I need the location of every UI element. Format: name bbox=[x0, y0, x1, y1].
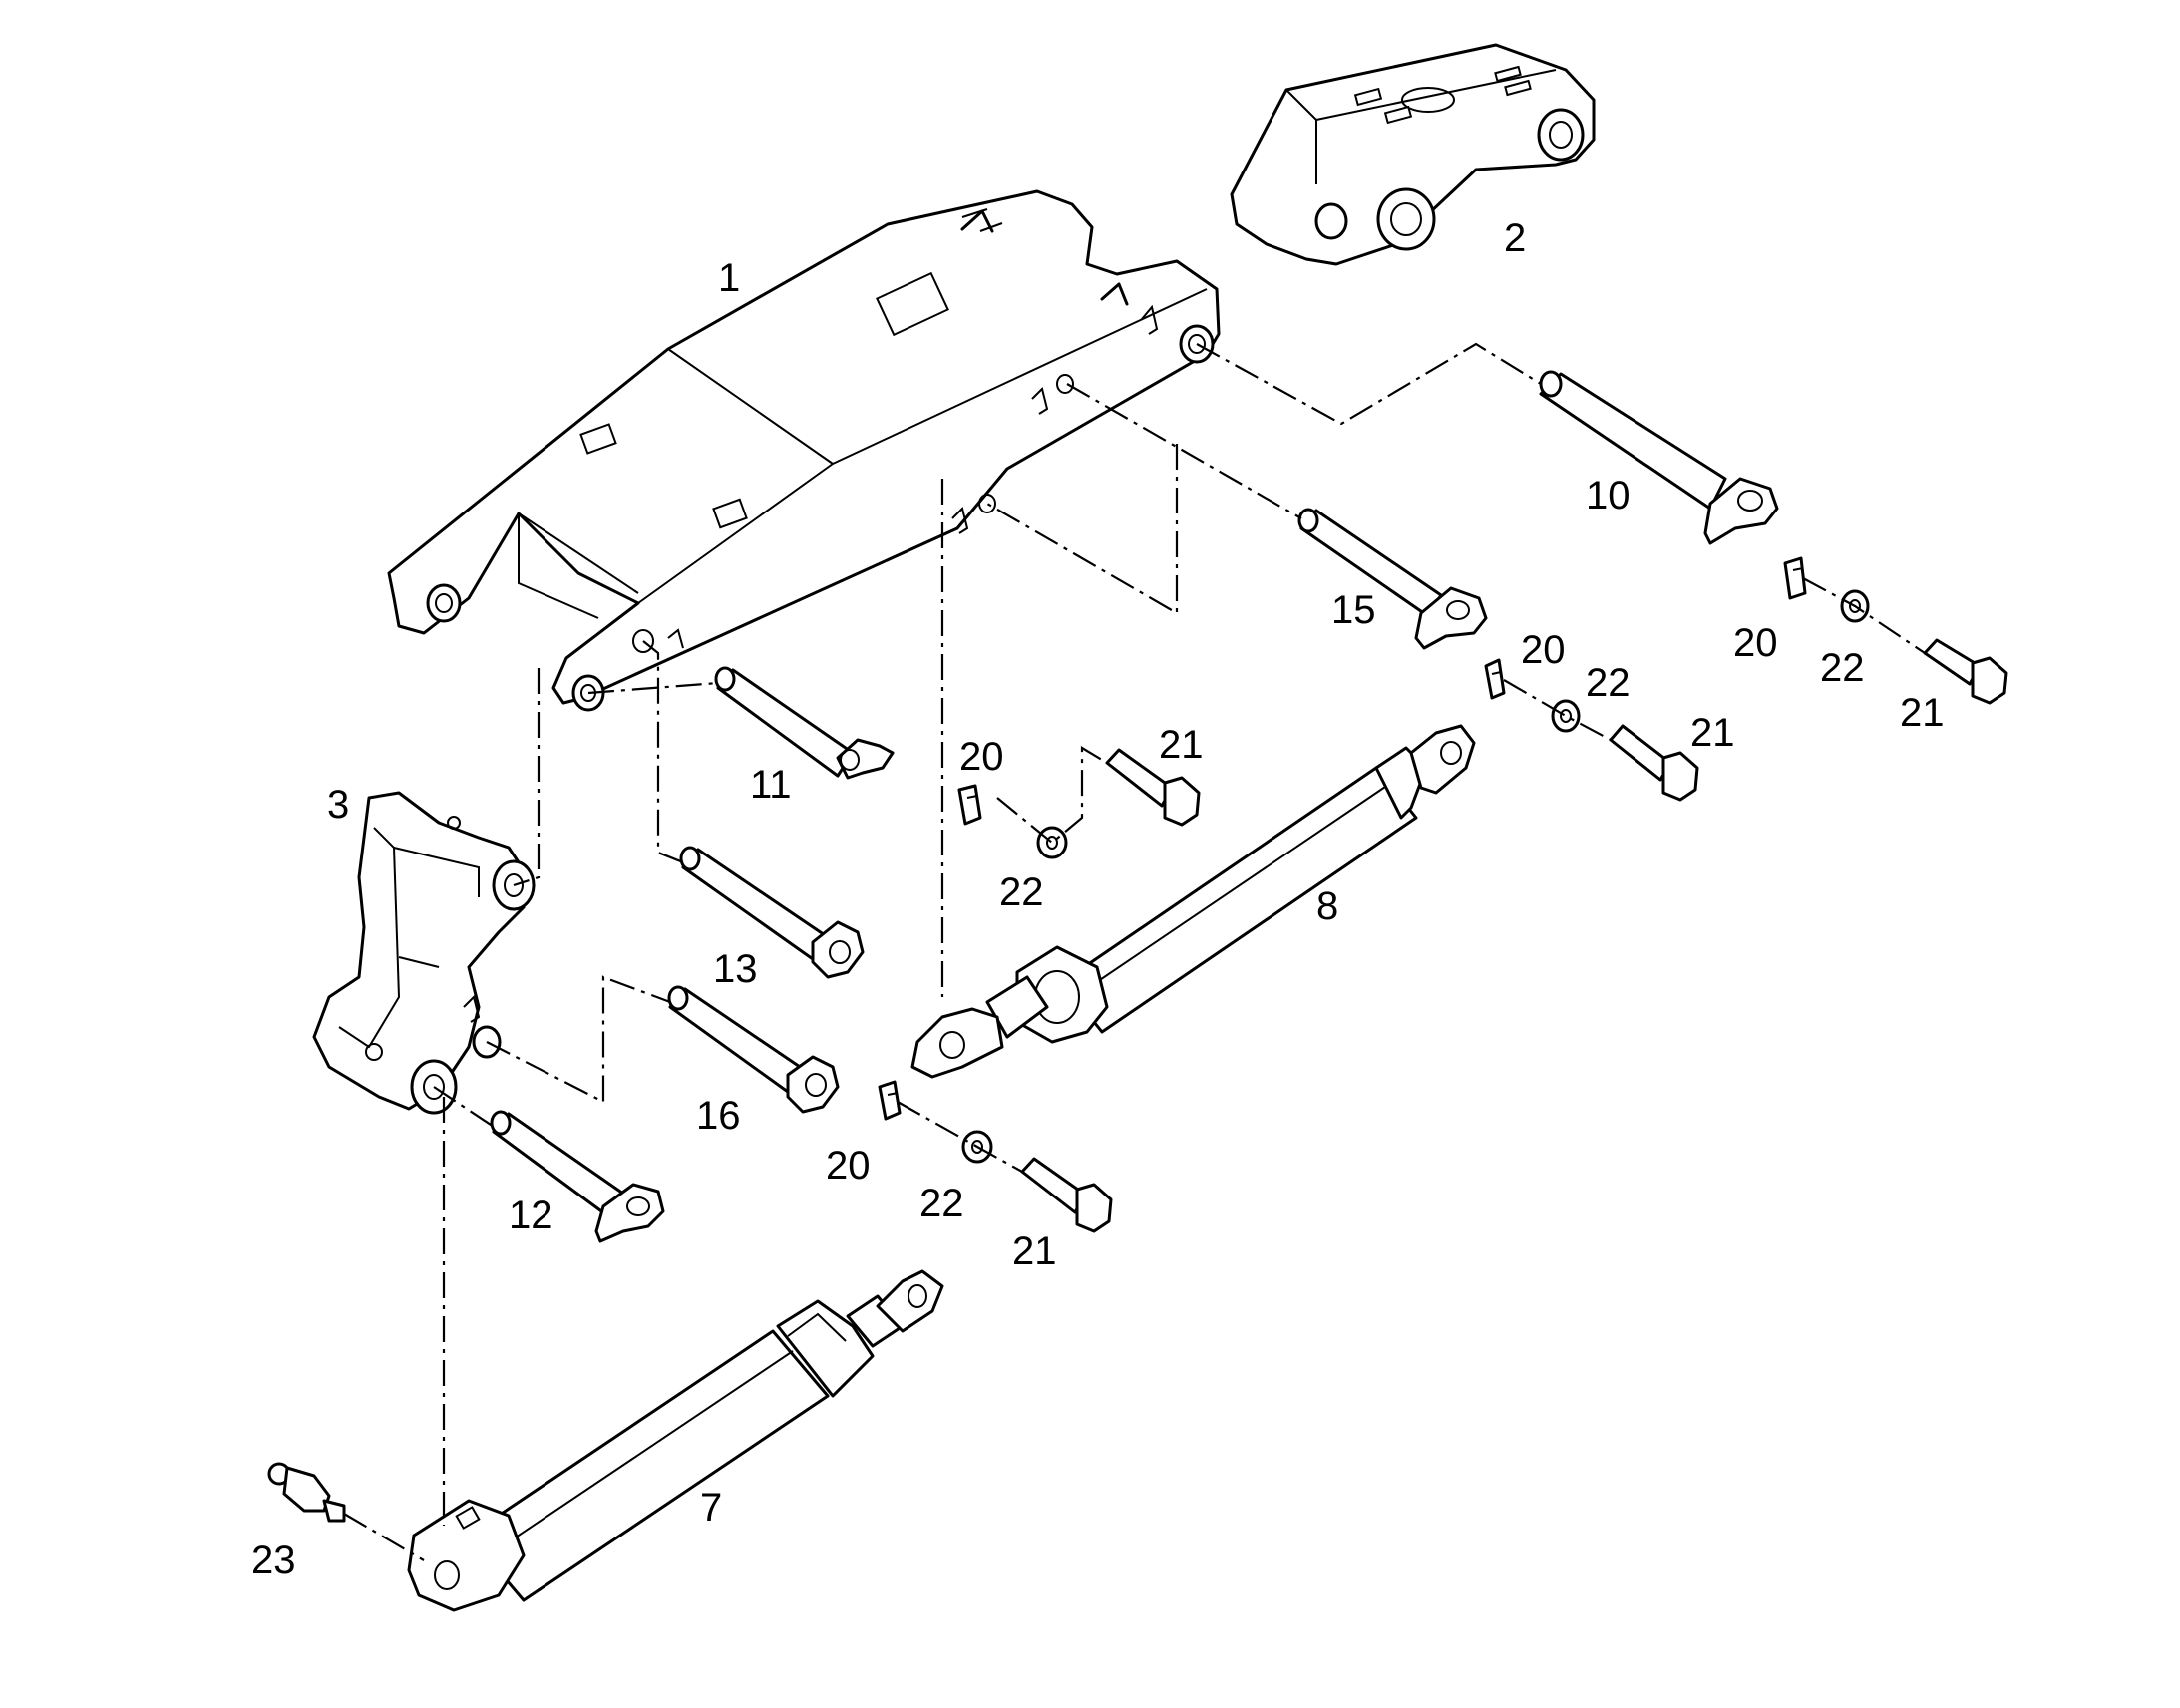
fastener-set-center bbox=[957, 748, 1201, 859]
callout-21-right: 21 bbox=[1900, 691, 1945, 735]
callout-7: 7 bbox=[700, 1486, 722, 1530]
callout-22-center: 22 bbox=[999, 870, 1044, 914]
callout-16: 16 bbox=[696, 1094, 741, 1138]
callout-22-right: 22 bbox=[1820, 646, 1865, 690]
part-2-block bbox=[1230, 43, 1596, 266]
callout-20-mid-right: 20 bbox=[1521, 628, 1566, 672]
part-23-grease-fitting bbox=[267, 1462, 346, 1523]
callout-21-mid-right: 21 bbox=[1690, 711, 1735, 755]
fastener-set-lower bbox=[878, 1080, 1113, 1233]
fastener-set-right bbox=[1783, 556, 2008, 705]
part-7-cylinder bbox=[407, 1269, 944, 1612]
callout-21-lower: 21 bbox=[1012, 1229, 1057, 1273]
part-16-pin bbox=[667, 985, 840, 1114]
part-1-frame bbox=[387, 189, 1221, 712]
callout-21-center: 21 bbox=[1159, 723, 1204, 767]
part-11-pin bbox=[714, 666, 895, 780]
part-13-pin bbox=[679, 846, 865, 979]
callout-22-mid-right: 22 bbox=[1586, 661, 1631, 705]
part-15-pin bbox=[1297, 508, 1488, 650]
part-10-pin bbox=[1539, 370, 1779, 545]
callout-2: 2 bbox=[1504, 216, 1526, 260]
callout-10: 10 bbox=[1586, 474, 1631, 517]
callout-12: 12 bbox=[509, 1194, 553, 1237]
part-8-cylinder bbox=[910, 724, 1476, 1079]
callout-20-lower: 20 bbox=[826, 1144, 871, 1188]
callout-1: 1 bbox=[718, 256, 740, 300]
callout-13: 13 bbox=[713, 947, 758, 991]
callout-15: 15 bbox=[1331, 588, 1376, 632]
callout-11: 11 bbox=[750, 763, 792, 807]
fastener-set-mid-right bbox=[1484, 658, 1699, 802]
assembly-lines bbox=[343, 342, 1926, 1561]
callout-23: 23 bbox=[251, 1538, 296, 1582]
callouts: 1 2 3 7 8 10 11 12 13 15 16 20 20 20 20 … bbox=[251, 216, 1945, 1582]
callout-8: 8 bbox=[1316, 884, 1338, 928]
callout-3: 3 bbox=[327, 783, 349, 827]
callout-20-center: 20 bbox=[959, 735, 1004, 779]
part-12-pin bbox=[490, 1110, 665, 1243]
part-3-link bbox=[312, 791, 536, 1115]
callout-20-right: 20 bbox=[1733, 621, 1778, 665]
callout-22-lower: 22 bbox=[919, 1182, 964, 1225]
